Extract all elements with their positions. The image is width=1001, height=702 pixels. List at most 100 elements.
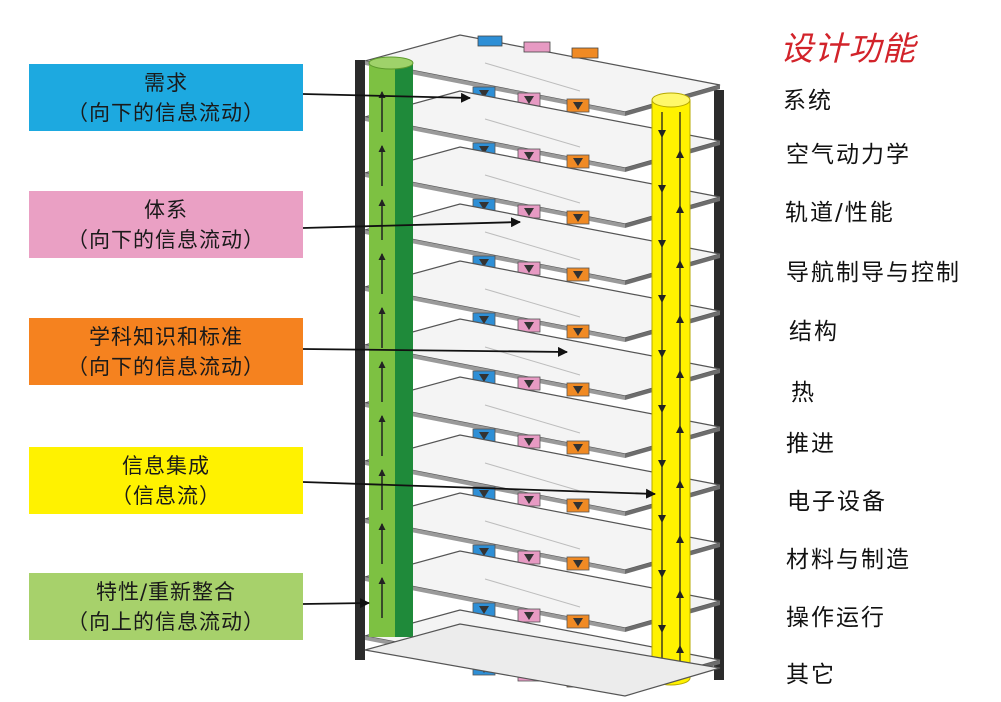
discipline-connector: [302, 346, 568, 357]
layer-1: [364, 34, 721, 156]
discipline-block-marker: [573, 158, 583, 166]
layer-sketch-line: [484, 288, 581, 318]
legend-box-architecture: 体系 （向下的信息流动）: [29, 191, 303, 258]
yellow-pole-down-arrow: [658, 185, 666, 193]
yellow-pole-up-arrow: [676, 205, 684, 213]
function-item-structure: 结构: [789, 319, 839, 345]
layer-sketch-line: [484, 578, 581, 608]
function-item-aerodynamics: 空气动力学: [786, 142, 911, 168]
legend-box-characteristics: 特性/重新整合 （向上的信息流动）: [29, 573, 303, 640]
back-post-left: [355, 60, 365, 660]
legend-subtitle: （信息流）: [111, 483, 221, 508]
architecture-block-marker: [524, 265, 534, 273]
yellow-pole-up-arrow: [676, 590, 684, 598]
legend-box-discipline-knowledge: 学科知识和标准 （向下的信息流动）: [29, 318, 303, 385]
layer-7: [364, 376, 721, 498]
discipline-block-marker: [573, 102, 583, 110]
function-item-thermal: 热: [791, 380, 816, 406]
legend-title: 信息集成: [122, 453, 210, 478]
architecture-block-marker: [524, 380, 534, 388]
requirements-block-marker: [479, 490, 489, 498]
layer-sketch-line: [484, 520, 581, 550]
discipline-block-marker: [573, 444, 583, 452]
function-item-trajectory: 轨道/性能: [785, 200, 895, 226]
discipline-block-marker: [573, 328, 583, 336]
function-item-system: 系统: [783, 88, 833, 114]
yellow-pole-up-arrow: [676, 370, 684, 378]
architecture-block-marker: [524, 496, 534, 504]
requirements-block-marker: [479, 316, 489, 324]
requirements-block-marker: [479, 259, 489, 267]
discipline-block-marker: [573, 560, 583, 568]
legend-subtitle: （向下的信息流动）: [67, 227, 265, 252]
requirements-block-marker: [479, 548, 489, 556]
architecture-block-marker: [524, 322, 534, 330]
function-item-electronics: 电子设备: [787, 489, 887, 515]
legend-title: 学科知识和标准: [89, 324, 243, 349]
yellow-pole-up-arrow: [676, 150, 684, 158]
yellow-pole-up-arrow: [676, 480, 684, 488]
architecture-block-marker: [524, 208, 534, 216]
layer-3: [364, 146, 721, 268]
discipline-block-marker: [573, 386, 583, 394]
top-discipline-block: [571, 47, 599, 59]
yellow-pole-down-arrow: [658, 625, 666, 633]
yellow-pole-top: [651, 92, 691, 108]
yellow-pole-down-arrow: [658, 405, 666, 413]
architecture-block-marker: [524, 152, 534, 160]
layer-sketch-line: [484, 231, 581, 261]
architecture-block-marker: [524, 438, 534, 446]
legend-title: 需求: [144, 70, 188, 95]
layer-sketch-line: [484, 462, 581, 492]
yellow-pole-up-arrow: [676, 315, 684, 323]
requirements-block-marker: [479, 90, 489, 98]
function-item-materials: 材料与制造: [786, 547, 911, 573]
yellow-pole-down-arrow: [658, 460, 666, 468]
discipline-block-marker: [573, 214, 583, 222]
architecture-block-marker: [524, 612, 534, 620]
function-item-propulsion: 推进: [786, 431, 836, 457]
yellow-pole-up-arrow: [676, 535, 684, 543]
base-plate: [364, 623, 721, 697]
legend-box-information-integration: 信息集成 （信息流）: [29, 447, 303, 514]
architecture-block-marker: [524, 96, 534, 104]
legend-box-requirements: 需求 （向下的信息流动）: [29, 64, 303, 131]
architecture-connector: [302, 217, 521, 229]
yellow-pole-down-arrow: [658, 130, 666, 138]
architecture-block-marker: [524, 554, 534, 562]
top-requirements-block: [477, 35, 503, 47]
requirements-block-marker: [479, 606, 489, 614]
characteristics-connector: [302, 598, 370, 609]
requirements-block-marker: [479, 432, 489, 440]
legend-subtitle: （向上的信息流动）: [67, 609, 265, 634]
function-item-operations: 操作运行: [786, 605, 886, 631]
yellow-pole-down-arrow: [658, 295, 666, 303]
layer-sketch-line: [484, 404, 581, 434]
legend-subtitle: （向下的信息流动）: [67, 100, 265, 125]
top-architecture-block: [523, 41, 551, 53]
yellow-pole-up-arrow: [676, 425, 684, 433]
legend-subtitle: （向下的信息流动）: [67, 354, 265, 379]
requirements-block-marker: [479, 146, 489, 154]
layer-sketch-line: [484, 118, 581, 148]
function-item-other: 其它: [786, 662, 836, 688]
requirements-block-marker: [479, 374, 489, 382]
legend-title: 体系: [144, 197, 188, 222]
discipline-block-marker: [573, 618, 583, 626]
yellow-pole-down-arrow: [658, 240, 666, 248]
layer-sketch-line: [484, 62, 581, 92]
green-pole-top: [368, 56, 414, 70]
back-post-right: [714, 90, 724, 680]
yellow-pole-down-arrow: [658, 350, 666, 358]
design-functions-title: 设计功能: [780, 29, 916, 68]
discipline-block-marker: [573, 502, 583, 510]
yellow-pole-down-arrow: [658, 570, 666, 578]
legend-title: 特性/重新整合: [95, 579, 237, 604]
yellow-pole: [651, 99, 691, 679]
yellow-pole-up-arrow: [676, 260, 684, 268]
integration-connector: [302, 481, 656, 499]
discipline-block-marker: [573, 271, 583, 279]
layer-sketch-line: [484, 174, 581, 204]
function-item-gnc: 导航制导与控制: [786, 260, 961, 286]
